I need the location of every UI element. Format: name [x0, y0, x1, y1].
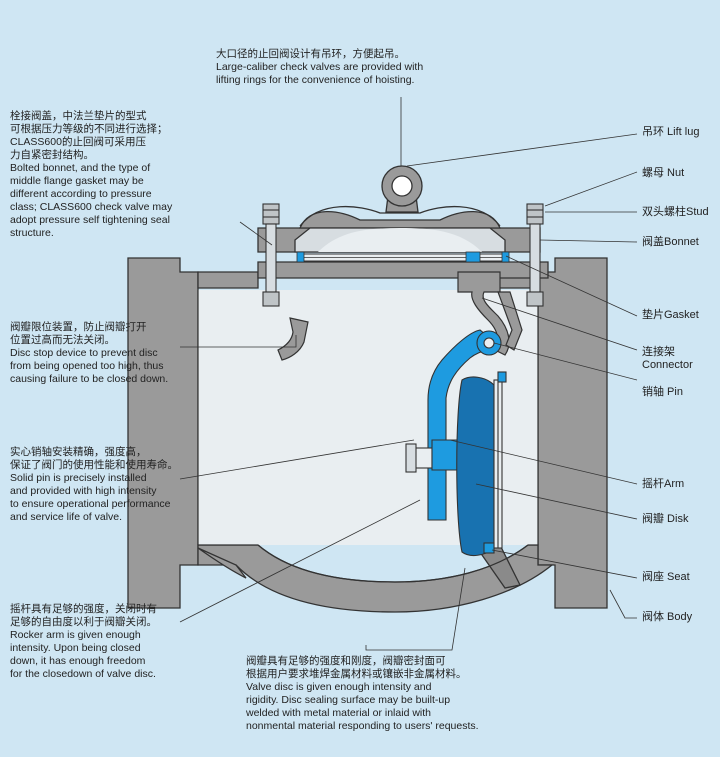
note-bonnet-zh-4: 力自紧密封结构。: [10, 149, 94, 161]
note-rocker-arm: 摇杆具有足够的强度，关闭时有 足够的自由度以利于阀瓣关闭。 Rocker arm…: [10, 603, 157, 681]
rocker-arm: [405, 329, 502, 521]
label-seat: 阀座 Seat: [642, 571, 690, 583]
note-valve-disc-en-1: Valve disc is given enough intensity and: [246, 681, 432, 693]
label-connector-en: Connector: [642, 359, 693, 371]
note-pin-en-2: and provided with high intensity: [10, 485, 157, 497]
note-disc-stop-en-3: causing failure to be closed down.: [10, 373, 169, 385]
note-valve-disc-en-3: welded with metal material or inlaid wit…: [246, 707, 431, 719]
note-pin: 实心销轴安装精确，强度高， 保证了阀门的使用性能和使用寿命。 Solid pin…: [10, 446, 178, 524]
note-valve-disc-en-2: rigidity. Disc sealing surface may be bu…: [246, 694, 451, 706]
label-stud: 双头螺柱Stud: [642, 206, 709, 218]
label-arm: 摇杆Arm: [642, 478, 685, 490]
note-disc-stop-en-1: Disc stop device to prevent disc: [10, 347, 158, 359]
note-bonnet-en-5: adopt pressure self tightening seal: [10, 214, 170, 226]
label-connector-zh: 连接架: [642, 346, 675, 358]
note-bonnet-zh-1: 栓接阀盖，中法兰垫片的型式: [10, 110, 147, 122]
note-pin-zh-1: 实心销轴安装精确，强度高，: [10, 446, 147, 458]
label-pin: 销轴 Pin: [642, 386, 683, 398]
note-bonnet-zh-2: 可根据压力等级的不同进行选择；: [10, 123, 168, 135]
note-disc-stop-zh-2: 位置过高而无法关闭。: [10, 334, 115, 346]
label-bonnet: 阀盖Bonnet: [642, 236, 699, 248]
note-lift-ring-zh: 大口径的止回阀设计有吊环，方便起吊。: [216, 48, 405, 60]
label-lift-lug: 吊环 Lift lug: [642, 126, 700, 138]
note-disc-stop-zh-1: 阀瓣限位装置，防止阀瓣打开: [10, 321, 147, 333]
note-rocker-arm-en-2: intensity. Upon being closed: [10, 642, 141, 654]
note-rocker-arm-zh-2: 足够的自由度以利于阀瓣关闭。: [10, 616, 157, 628]
body-flange: [257, 261, 549, 279]
note-lift-ring-en-2: lifting rings for the convenience of hoi…: [216, 74, 415, 86]
valve-disc: [456, 371, 507, 557]
note-pin-en-3: to ensure operational performance: [10, 498, 171, 510]
note-rocker-arm-zh-1: 摇杆具有足够的强度，关闭时有: [10, 603, 157, 615]
label-body: 阀体 Body: [642, 611, 693, 623]
leader-lines: [179, 97, 638, 651]
note-bonnet: 栓接阀盖，中法兰垫片的型式 可根据压力等级的不同进行选择； CLASS600的止…: [10, 110, 172, 240]
label-disc: 阀瓣 Disk: [642, 513, 689, 525]
label-connector: 连接架 Connector: [642, 346, 693, 372]
note-disc-stop: 阀瓣限位装置，防止阀瓣打开 位置过高而无法关闭。 Disc stop devic…: [10, 321, 168, 386]
note-valve-disc-zh-2: 根据用户要求堆焊金属材料或镶嵌非金属材料。: [246, 668, 467, 680]
note-disc-stop-en-2: from being opened too high, thus: [10, 360, 164, 372]
label-nut: 螺母 Nut: [642, 167, 685, 179]
note-bonnet-en-3: different according to pressure: [10, 188, 152, 200]
note-lift-ring-en-1: Large-caliber check valves are provided …: [216, 61, 424, 73]
disc-stop: [277, 317, 309, 361]
connector: [457, 271, 523, 356]
note-rocker-arm-en-1: Rocker arm is given enough: [10, 629, 141, 641]
note-pin-en-1: Solid pin is precisely installed: [10, 472, 147, 484]
note-bonnet-en-6: structure.: [10, 227, 54, 239]
note-bonnet-en-4: class; CLASS600 check valve may: [10, 201, 173, 213]
note-pin-en-4: and service life of valve.: [10, 511, 123, 523]
note-rocker-arm-en-4: for the closedown of valve disc.: [10, 668, 156, 680]
note-valve-disc-en-4: nonmental material responding to users' …: [246, 720, 479, 732]
note-valve-disc-zh-1: 阀瓣具有足够的强度和刚度，阀瓣密封面可: [246, 655, 446, 667]
note-valve-disc: 阀瓣具有足够的强度和刚度，阀瓣密封面可 根据用户要求堆焊金属材料或镶嵌非金属材料…: [246, 655, 479, 733]
note-bonnet-en-1: Bolted bonnet, and the type of: [10, 162, 151, 174]
note-bonnet-en-2: middle flange gasket may be: [10, 175, 144, 187]
label-gasket: 垫片Gasket: [642, 309, 699, 321]
lift-lug: [381, 165, 423, 213]
note-bonnet-zh-3: CLASS600的止回阀可采用压: [10, 136, 146, 148]
valve-body: [127, 257, 608, 613]
note-lift-ring: 大口径的止回阀设计有吊环，方便起吊。 Large-caliber check v…: [216, 48, 423, 87]
studs-nuts: [262, 203, 544, 307]
gasket: [296, 251, 510, 263]
bonnet: [257, 205, 541, 253]
note-pin-zh-2: 保证了阀门的使用性能和使用寿命。: [10, 459, 178, 471]
note-rocker-arm-en-3: down, it has enough freedom: [10, 655, 146, 667]
